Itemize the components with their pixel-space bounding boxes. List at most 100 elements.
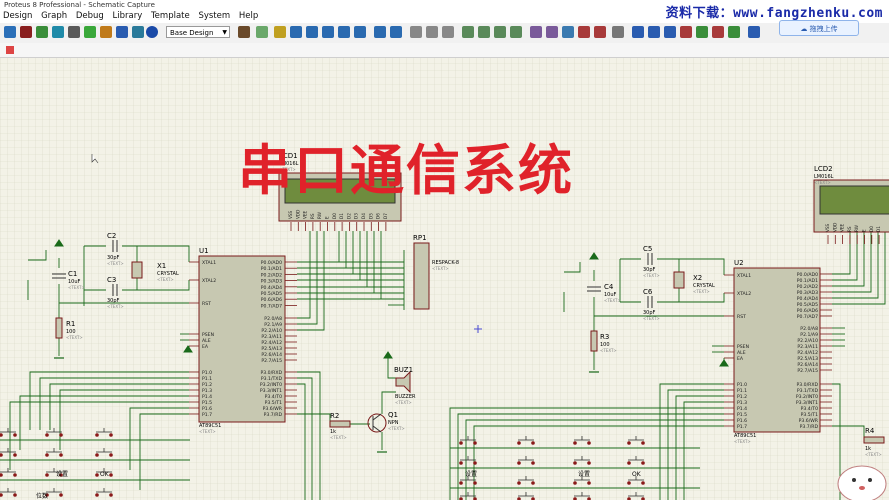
push-button[interactable] [95, 468, 113, 477]
search-icon[interactable] [562, 26, 574, 38]
origin-icon[interactable] [274, 26, 286, 38]
property-assign-icon[interactable] [632, 26, 644, 38]
r3-resistor[interactable]: R3 100 <TEXT> [590, 330, 617, 353]
c2-capacitor[interactable]: C2 30pF <TEXT> [107, 232, 124, 266]
push-button[interactable] [95, 448, 113, 457]
pan-icon[interactable] [290, 26, 302, 38]
block-delete-icon[interactable] [510, 26, 522, 38]
menu-help[interactable]: Help [238, 11, 259, 21]
package-tool-icon[interactable] [578, 26, 590, 38]
push-button[interactable] [45, 428, 63, 437]
block-move-icon[interactable] [478, 26, 490, 38]
buz1-buzzer[interactable]: BUZ1 BUZZER <TEXT> [394, 366, 416, 405]
push-button[interactable] [517, 492, 535, 500]
r1-resistor[interactable]: R1 100 <TEXT> [55, 317, 83, 340]
component-mode-icon[interactable] [4, 26, 16, 38]
upload-button[interactable]: ☁ 拖拽上传 [779, 20, 859, 36]
push-button[interactable] [459, 476, 477, 485]
help-icon[interactable] [146, 26, 158, 38]
c1-capacitor[interactable]: C1 10uF <TEXT> [52, 270, 85, 290]
x2-crystal[interactable]: X2 CRYSTAL <TEXT> [673, 271, 715, 294]
push-button[interactable] [517, 476, 535, 485]
3d-view-icon[interactable] [52, 26, 64, 38]
make-device-icon[interactable] [546, 26, 558, 38]
menu-library[interactable]: Library [112, 11, 143, 21]
netlist-icon[interactable] [648, 26, 660, 38]
push-button[interactable] [627, 492, 645, 500]
edit-icon[interactable] [748, 26, 760, 38]
exit-sheet-icon[interactable] [728, 26, 740, 38]
push-button[interactable] [517, 436, 535, 445]
c6-capacitor[interactable]: C6 30pF <TEXT> [643, 288, 660, 321]
menu-debug[interactable]: Debug [75, 11, 104, 21]
rp1-respack[interactable]: RP1 RESPACK-8 <TEXT> [413, 234, 459, 310]
u2-chip[interactable]: U2 AT89C51 <TEXT> XTAL1XTAL2RSTPSENALEEA… [724, 259, 832, 444]
push-button[interactable] [0, 428, 17, 437]
push-button[interactable] [459, 456, 477, 465]
push-button[interactable] [45, 488, 63, 497]
push-button[interactable] [45, 448, 63, 457]
source-code-icon[interactable] [116, 26, 128, 38]
zoom-area-icon[interactable] [354, 26, 366, 38]
pick-device-icon[interactable] [530, 26, 542, 38]
grid-icon[interactable] [256, 26, 268, 38]
push-button[interactable] [95, 428, 113, 437]
push-button[interactable] [0, 468, 17, 477]
push-button[interactable] [627, 456, 645, 465]
redo-icon[interactable] [390, 26, 402, 38]
push-button[interactable] [0, 448, 17, 457]
push-button[interactable] [627, 476, 645, 485]
menu-graph[interactable]: Graph [41, 11, 68, 21]
chip-icon[interactable] [20, 26, 32, 38]
bom-icon[interactable] [84, 26, 96, 38]
gerber-icon[interactable] [68, 26, 80, 38]
zoom-out-icon[interactable] [322, 26, 334, 38]
r4-resistor[interactable]: R4 1k <TEXT> [863, 427, 885, 457]
push-button[interactable] [573, 492, 591, 500]
push-button[interactable] [0, 488, 17, 497]
x1-crystal[interactable]: X1 CRYSTAL <TEXT> [131, 261, 179, 282]
zoom-all-icon[interactable] [338, 26, 350, 38]
close-tab-icon[interactable] [6, 46, 14, 54]
push-button[interactable] [573, 436, 591, 445]
menu-design[interactable]: Design [3, 11, 33, 21]
c4-capacitor[interactable]: C4 10uF <TEXT> [587, 283, 621, 303]
style-select[interactable]: Base Design▼ [166, 26, 230, 38]
block-copy-icon[interactable] [462, 26, 474, 38]
q1-transistor[interactable]: Q1 NPN <TEXT> [367, 411, 405, 433]
remove-sheet-icon[interactable] [712, 26, 724, 38]
c5-capacitor[interactable]: C5 30pF <TEXT> [643, 245, 660, 278]
u1-chip[interactable]: U1 AT89C51 <TEXT> XTAL1XTAL2RSTPSENALEEA… [189, 247, 297, 434]
push-button[interactable] [517, 456, 535, 465]
decompose-icon[interactable] [594, 26, 606, 38]
push-button[interactable] [573, 476, 591, 485]
push-button[interactable] [627, 436, 645, 445]
copy-icon[interactable] [426, 26, 438, 38]
project-notes-icon[interactable] [132, 26, 144, 38]
wire-autorouter-icon[interactable] [612, 26, 624, 38]
push-button[interactable] [95, 488, 113, 497]
design-explorer-icon[interactable] [100, 26, 112, 38]
electrical-check-icon[interactable] [664, 26, 676, 38]
cut-icon[interactable] [410, 26, 422, 38]
pcb-icon[interactable] [36, 26, 48, 38]
r2-resistor[interactable]: R2 1k <TEXT> [329, 412, 351, 440]
c3-capacitor[interactable]: C3 30pF <TEXT> [107, 276, 124, 309]
menu-template[interactable]: Template [150, 11, 190, 21]
paste-icon[interactable] [442, 26, 454, 38]
add-sheet-icon[interactable] [696, 26, 708, 38]
undo-icon[interactable] [374, 26, 386, 38]
block-rotate-icon[interactable] [494, 26, 506, 38]
push-button[interactable] [45, 468, 63, 477]
menu-system[interactable]: System [198, 11, 231, 21]
refresh-icon[interactable] [238, 26, 250, 38]
u2-pin-label-left: P1.2 [737, 394, 747, 400]
push-button[interactable] [459, 492, 477, 500]
zoom-in-icon[interactable] [306, 26, 318, 38]
new-sheet-icon[interactable] [680, 26, 692, 38]
push-button[interactable] [573, 456, 591, 465]
push-button[interactable] [459, 436, 477, 445]
